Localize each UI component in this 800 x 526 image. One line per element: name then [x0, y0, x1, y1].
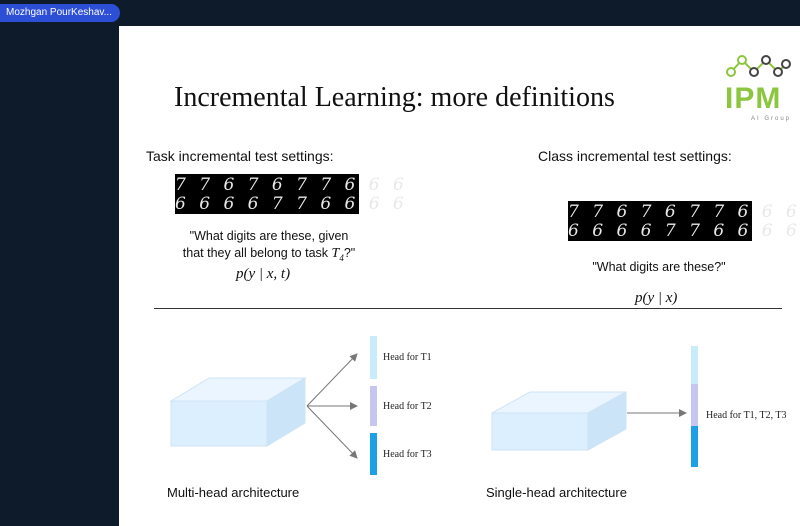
class-formula: p(y | x)	[635, 290, 678, 306]
participant-name-badge[interactable]: Mozhgan PourKeshav...	[0, 4, 120, 22]
head-t1-label: Head for T1	[383, 352, 432, 363]
task-question-line2: that they all belong to task T4?"	[159, 245, 379, 267]
multihead-caption: Multi-head architecture	[167, 485, 300, 500]
network-molecule-icon	[726, 55, 791, 77]
class-question: "What digits are these?"	[592, 260, 726, 274]
task-digit-samples: 7 7 6 7 6 7 7 6 6 6 6 6 6 6 7 7 6 6 6 6	[175, 174, 408, 214]
logo-subtext: AI Group	[751, 116, 791, 122]
digit-row: 7 7 6 7 6 7 7 6 6 6	[175, 175, 408, 195]
task-question-prefix: that they all belong to task	[182, 246, 332, 260]
participant-video-panel	[0, 26, 119, 526]
single-head-label: Head for T1, T2, T3	[706, 410, 787, 421]
slide-title: Incremental Learning: more definitions	[174, 82, 615, 113]
class-incremental-heading: Class incremental test settings:	[538, 148, 732, 164]
logo-text: IPM	[725, 82, 781, 115]
ipm-logo: IPM AI Group	[725, 55, 791, 122]
head-t3-label: Head for T3	[383, 449, 432, 460]
head-t2-label: Head for T2	[383, 401, 432, 412]
head-t3-bar	[370, 433, 377, 475]
singlehead-caption: Single-head architecture	[486, 485, 627, 500]
head-t2-bar	[370, 386, 377, 426]
single-head-segment-1	[691, 346, 698, 384]
task-question-symbol: T4	[331, 246, 344, 263]
single-head-segment-2	[691, 384, 698, 426]
task-question: "What digits are these, given that they …	[159, 228, 379, 267]
digit-row: 6 6 6 6 7 7 6 6 6 6	[568, 221, 800, 241]
section-divider	[154, 308, 782, 309]
digit-row: 7 7 6 7 6 7 7 6 6 6	[568, 202, 800, 222]
head-t1-bar	[370, 336, 377, 379]
multihead-backbone-cube	[169, 377, 307, 447]
digit-row: 6 6 6 6 7 7 6 6 6 6	[175, 194, 408, 214]
task-incremental-heading: Task incremental test settings:	[146, 148, 334, 164]
meeting-top-bar: Mozhgan PourKeshav...	[0, 0, 800, 26]
class-digit-samples: 7 7 6 7 6 7 7 6 6 6 6 6 6 6 7 7 6 6 6 6	[568, 201, 800, 241]
arrow-to-head-3	[306, 405, 358, 459]
singlehead-backbone-cube	[491, 391, 627, 451]
single-head-segment-3	[691, 426, 698, 467]
task-symbol-sub: 4	[339, 252, 344, 263]
arrow-to-head-1	[306, 353, 358, 407]
shared-slide: Incremental Learning: more definitions I…	[119, 26, 800, 526]
multihead-arrows	[306, 353, 358, 459]
task-question-line1: "What digits are these, given	[189, 229, 349, 243]
task-question-suffix: ?"	[343, 246, 356, 260]
task-symbol: T	[331, 246, 340, 261]
architecture-diagrams: Head for T1 Head for T2 Head for T3 Head…	[169, 336, 787, 475]
task-formula: p(y | x, t)	[236, 266, 291, 282]
